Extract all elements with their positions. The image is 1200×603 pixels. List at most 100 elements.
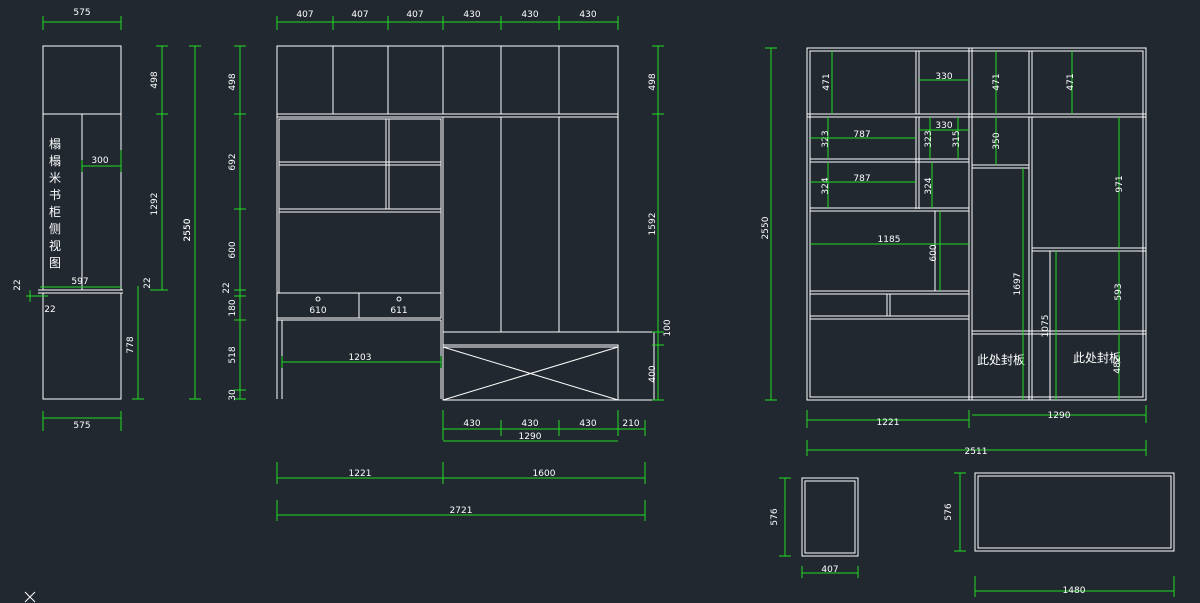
- front-left-shelf: [278, 118, 442, 294]
- front-right-dim-label: 400: [648, 365, 658, 382]
- part2-width-label: 1480: [1063, 586, 1086, 596]
- side-bottom-cabinet: [42, 292, 122, 400]
- front-bottom-dims: 430 430 430 210 1290 1221 1600 2721: [276, 410, 646, 521]
- back-dim-label: 350: [992, 132, 1002, 149]
- side-view: 575 榻 榻 米 书 柜 侧 视 图 300 597 22: [13, 8, 201, 431]
- title-char: 视: [49, 238, 61, 253]
- front-left-dim-label: 498: [228, 73, 238, 90]
- front-right-dim-label: 1592: [648, 213, 658, 236]
- back-dim-label: 330: [935, 121, 952, 131]
- back-dim-label: 315: [952, 130, 962, 147]
- side-depth-label: 300: [91, 156, 108, 166]
- drawer-label: 611: [390, 306, 407, 316]
- back-view: 此处封板 此处封板 471 330 471 471 323 787 330 32…: [761, 47, 1147, 457]
- side-desk-label: 597: [71, 277, 88, 287]
- title-char: 柜: [49, 205, 61, 219]
- back-total-height-label: 2550: [761, 216, 771, 239]
- back-dim-label: 1185: [878, 235, 901, 245]
- front-left-dim-label: 30: [228, 389, 238, 401]
- back-dim-label: 593: [1114, 283, 1124, 300]
- front-left-dim-label: 22: [222, 282, 232, 293]
- back-dim-label: 971: [1115, 175, 1125, 192]
- back-dim-label: 787: [853, 130, 870, 140]
- front-split-width-label: 1600: [533, 469, 556, 479]
- side-bottom-width-label: 575: [73, 421, 90, 431]
- front-left-dim-label: 180: [228, 299, 238, 316]
- front-view: 407 407 407 430 430 430: [183, 10, 673, 521]
- front-left-dim-label: 518: [228, 346, 238, 363]
- back-dim-label: 1697: [1013, 273, 1023, 296]
- front-bottom-width-label: 430: [579, 419, 596, 429]
- title-char: 榻: [49, 154, 61, 168]
- side-total-height-label: 2550: [183, 218, 193, 241]
- side-gap-label: 22: [44, 305, 55, 315]
- title-char: 榻: [49, 137, 61, 151]
- drawer-knob-icon: [315, 296, 321, 302]
- side-top-width-dim: 575: [42, 8, 122, 30]
- small-part-1: 576 407: [770, 477, 859, 578]
- desk-width-label: 1203: [349, 353, 372, 363]
- back-dim-label: 324: [821, 177, 831, 194]
- front-tatami-base: [442, 331, 655, 401]
- title-char: 图: [49, 256, 61, 270]
- seal-label: 此处封板: [977, 353, 1025, 367]
- side-gap-label: 22: [13, 279, 23, 290]
- front-bottom-width-label: 210: [622, 419, 639, 429]
- front-top-width-label: 430: [463, 10, 480, 20]
- back-dim-label: 323: [821, 130, 831, 147]
- back-dim-label: 324: [924, 177, 934, 194]
- side-top-height-label: 498: [150, 71, 160, 88]
- title-char: 侧: [49, 222, 61, 236]
- front-split-width-label: 1221: [349, 469, 372, 479]
- back-dim-label: 471: [992, 73, 1002, 90]
- back-dim-label: 600: [929, 244, 939, 261]
- front-bottom-total-label: 1290: [519, 432, 542, 442]
- back-dim-label: 330: [935, 72, 952, 82]
- front-right-dim-label: 100: [663, 319, 673, 336]
- front-bottom-width-label: 430: [463, 419, 480, 429]
- side-gap-label: 22: [143, 277, 153, 288]
- front-top-width-label: 430: [521, 10, 538, 20]
- front-left-dims: 498 692 600 22 180 518 30 2550: [183, 45, 246, 401]
- back-dim-label: 1075: [1041, 315, 1051, 338]
- front-total-height-label: 2550: [183, 218, 193, 241]
- front-top-width-label: 407: [406, 10, 423, 20]
- side-top-width-label: 575: [73, 8, 90, 18]
- small-part-2: 576 1480: [944, 472, 1175, 597]
- title-char: 米: [49, 171, 61, 185]
- back-dim-label: 323: [924, 130, 934, 147]
- back-outline: [806, 47, 1147, 401]
- front-left-dim-label: 600: [228, 241, 238, 258]
- part1-width-label: 407: [821, 565, 838, 575]
- front-top-width-label: 407: [296, 10, 313, 20]
- ucs-icon: [24, 591, 36, 603]
- drawer-label: 610: [309, 306, 326, 316]
- back-dim-label: 787: [853, 174, 870, 184]
- side-mid-height-label: 1292: [150, 193, 160, 216]
- front-top-width-label: 430: [579, 10, 596, 20]
- part1-height-label: 576: [770, 508, 780, 525]
- front-right-dim-label: 498: [648, 73, 658, 90]
- front-bottom-width-label: 430: [521, 419, 538, 429]
- drawer-knob-icon: [396, 296, 402, 302]
- back-internal-dims: 471 330 471 471 323 787 330 323 315 350 …: [810, 51, 1125, 400]
- front-top-cabinet: [276, 45, 619, 115]
- back-bottom-width-label: 1290: [1048, 411, 1071, 421]
- back-dim-label: 471: [1066, 73, 1076, 90]
- front-top-dims: 407 407 407 430 430 430: [276, 10, 619, 30]
- seal-label: 此处封板: [1073, 351, 1121, 365]
- back-overall-width-label: 2511: [965, 447, 988, 457]
- back-bottom-width-label: 1221: [877, 418, 900, 428]
- title-char: 书: [49, 188, 61, 202]
- back-dim-label: 471: [822, 73, 832, 90]
- front-top-width-label: 407: [351, 10, 368, 20]
- front-right-dims: 498 1592 100 400: [648, 45, 673, 401]
- front-left-dim-label: 692: [228, 153, 238, 170]
- part2-height-label: 576: [944, 503, 954, 520]
- side-view-title: 榻 榻 米 书 柜 侧 视 图: [49, 137, 61, 270]
- side-bottom-height-label: 778: [126, 336, 136, 353]
- back-dim-label: 482: [1113, 356, 1123, 373]
- front-overall-width-label: 2721: [450, 506, 473, 516]
- side-top-cabinet: [42, 45, 122, 115]
